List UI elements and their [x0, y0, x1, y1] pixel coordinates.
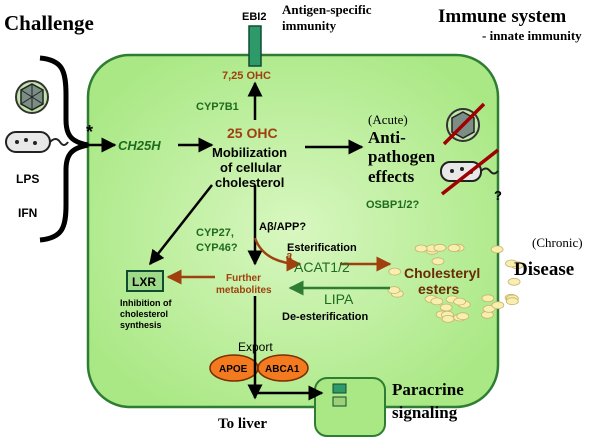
ester-droplet — [505, 259, 518, 268]
to-liver-label: To liver — [218, 416, 267, 432]
bacterium-crossed-icon — [440, 148, 500, 196]
deesterification-label: De-esterification — [282, 311, 368, 323]
oh25-label: 25 OHC — [227, 125, 278, 141]
immune-system-title: Immune system — [438, 6, 566, 27]
cyp27-label: CYP27, — [196, 227, 234, 239]
arrow-to-lxr — [149, 184, 213, 266]
lps-label: LPS — [16, 172, 39, 186]
ester-droplet — [414, 244, 428, 253]
antipathogen-line2: pathogen — [368, 147, 436, 166]
ester-droplet — [507, 277, 521, 286]
ester-droplet — [453, 297, 467, 306]
inhibition-line2: cholesterol — [120, 309, 168, 319]
ester-droplet — [456, 312, 470, 321]
ester-droplet — [447, 244, 461, 252]
ester-droplet — [439, 303, 453, 312]
osbp-label: OSBP1/2? — [366, 199, 419, 211]
further-line2: metabolites — [216, 285, 272, 296]
bacterium-icon — [5, 131, 69, 153]
arrow-paracrine — [253, 385, 324, 401]
ester-droplet — [433, 243, 447, 252]
inhibition-line3: synthesis — [120, 320, 162, 330]
abca1-transporter — [257, 354, 309, 382]
export-label: Export — [238, 340, 273, 354]
abeta-label: Aβ/APP? — [259, 221, 306, 233]
ester-droplet — [387, 286, 401, 295]
cyp46-label: CYP46? — [196, 242, 238, 254]
cyp7b1-label: CYP7B1 — [196, 101, 239, 113]
ifn-label: IFN — [18, 206, 37, 220]
antigen-immunity-label: immunity — [282, 18, 337, 33]
inhibition-line1: Inhibition of — [120, 298, 172, 308]
antigen-specific-label: Antigen-specific — [282, 2, 372, 17]
lxr-label: LXR — [132, 275, 156, 289]
ester-droplet — [441, 314, 455, 323]
ester-droplet — [431, 257, 445, 266]
apoe-label: APOE — [219, 364, 248, 375]
paracrine-receptor-top — [332, 383, 347, 394]
a-mark-label: a — [286, 250, 292, 262]
lipa-label: LIPA — [324, 291, 354, 307]
ester-droplet — [505, 297, 519, 306]
lxr-box — [126, 270, 164, 292]
neighbor-cell — [314, 377, 386, 437]
further-line1: Further — [226, 273, 261, 284]
ch25h-label: CH25H — [118, 138, 161, 153]
chronic-label: (Chronic) — [532, 235, 583, 250]
immune-cell — [86, 53, 500, 409]
ester-droplet — [491, 301, 505, 310]
paracrine-line1: Paracrine — [392, 380, 464, 399]
esterification-label: Esterification — [287, 242, 357, 254]
acute-label: (Acute) — [368, 112, 408, 127]
innate-immunity-label: - innate immunity — [482, 28, 582, 43]
mobilization-line1: Mobilization — [212, 145, 287, 160]
arrow-esterification — [253, 237, 302, 272]
ester-droplet — [481, 294, 495, 303]
ester-droplet — [430, 297, 444, 306]
disease-label: Disease — [514, 259, 574, 280]
challenge-title: Challenge — [4, 11, 94, 35]
paracrine-line2: signaling — [392, 403, 458, 422]
abca1-label: ABCA1 — [265, 364, 300, 375]
ester-droplet — [490, 245, 504, 254]
ebi2-label: EBI2 — [242, 11, 266, 23]
ester-droplet — [388, 267, 402, 276]
cholesteryl-line1: Cholesteryl — [404, 265, 480, 281]
question-label: ? — [494, 188, 502, 203]
paracrine-receptor-bottom — [332, 396, 347, 407]
antipathogen-line1: Anti- — [368, 128, 406, 147]
virus-crossed-icon — [442, 102, 486, 146]
virus-icon — [15, 80, 49, 114]
antipathogen-line3: effects — [368, 167, 415, 186]
cholesteryl-line2: esters — [418, 281, 459, 297]
mobilization-line2: of cellular — [220, 160, 281, 175]
mobilization-line3: cholesterol — [215, 175, 284, 190]
acat-label: ACAT1/2 — [294, 259, 350, 275]
ebi2-receptor — [248, 25, 262, 67]
asterisk-label: * — [86, 122, 93, 142]
ester-droplet — [482, 304, 496, 313]
oh725-label: 7,25 OHC — [222, 70, 271, 82]
cholesteryl-esters-droplets — [387, 243, 524, 323]
